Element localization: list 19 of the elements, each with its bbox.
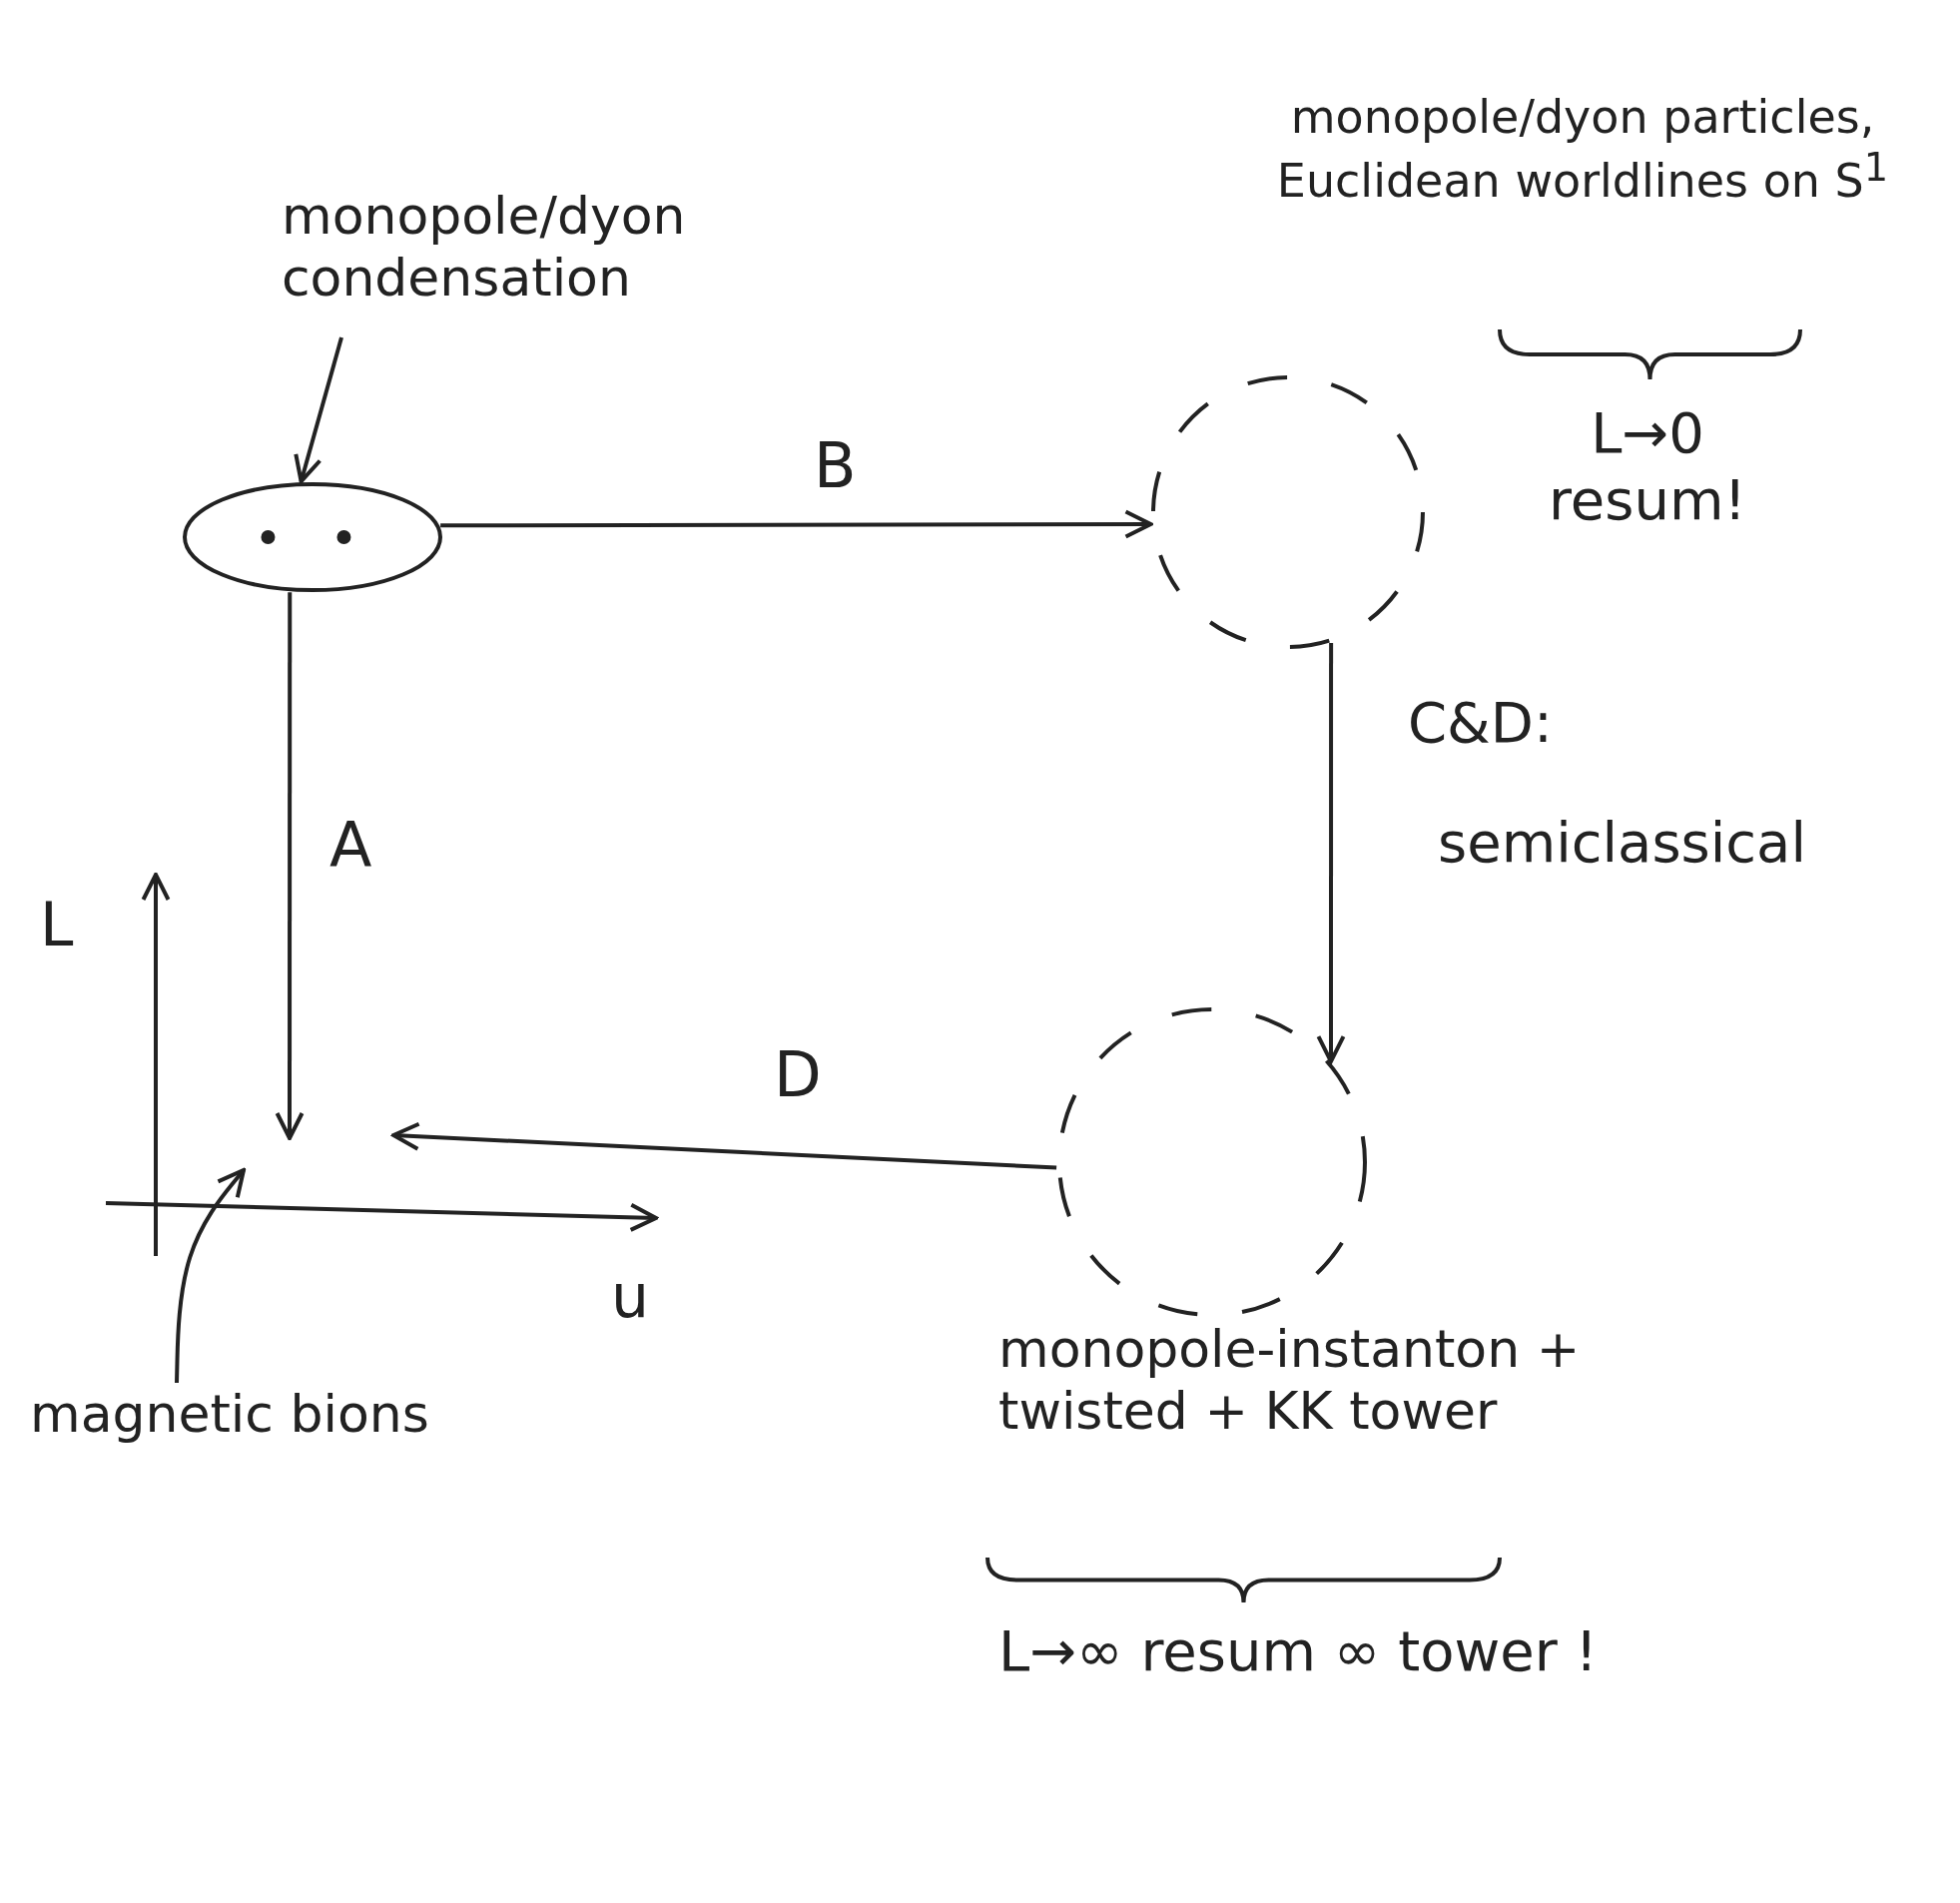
annotation-text: L→0 resum! (1548, 399, 1747, 534)
annotation-text: L→∞ resum ∞ tower ! (998, 1617, 1600, 1685)
dashed-circle (1056, 1006, 1368, 1318)
dashed-circle (1150, 374, 1426, 650)
leader-line (175, 1168, 246, 1384)
arrow (1316, 643, 1346, 1064)
axis-label: L (40, 889, 75, 960)
annotation-text: monopole/dyon condensation (282, 185, 881, 310)
annotation-text: C&D: (1408, 689, 1554, 757)
arrow (440, 509, 1153, 539)
annotation-text: monopole/dyon particles, Euclidean worldlines on S$^{1}$ (1275, 90, 1890, 210)
arrow (275, 592, 305, 1140)
annotation-text: magnetic bions (30, 1383, 449, 1446)
ellipse-with-dots (182, 481, 443, 593)
arrow (391, 1121, 1057, 1170)
annotation-text: semiclassical (1438, 809, 1807, 877)
leader-line (294, 336, 343, 484)
annotation-text: monopole-instanton + twisted + KK tower (998, 1318, 1582, 1443)
axis-label: u (611, 1260, 651, 1332)
